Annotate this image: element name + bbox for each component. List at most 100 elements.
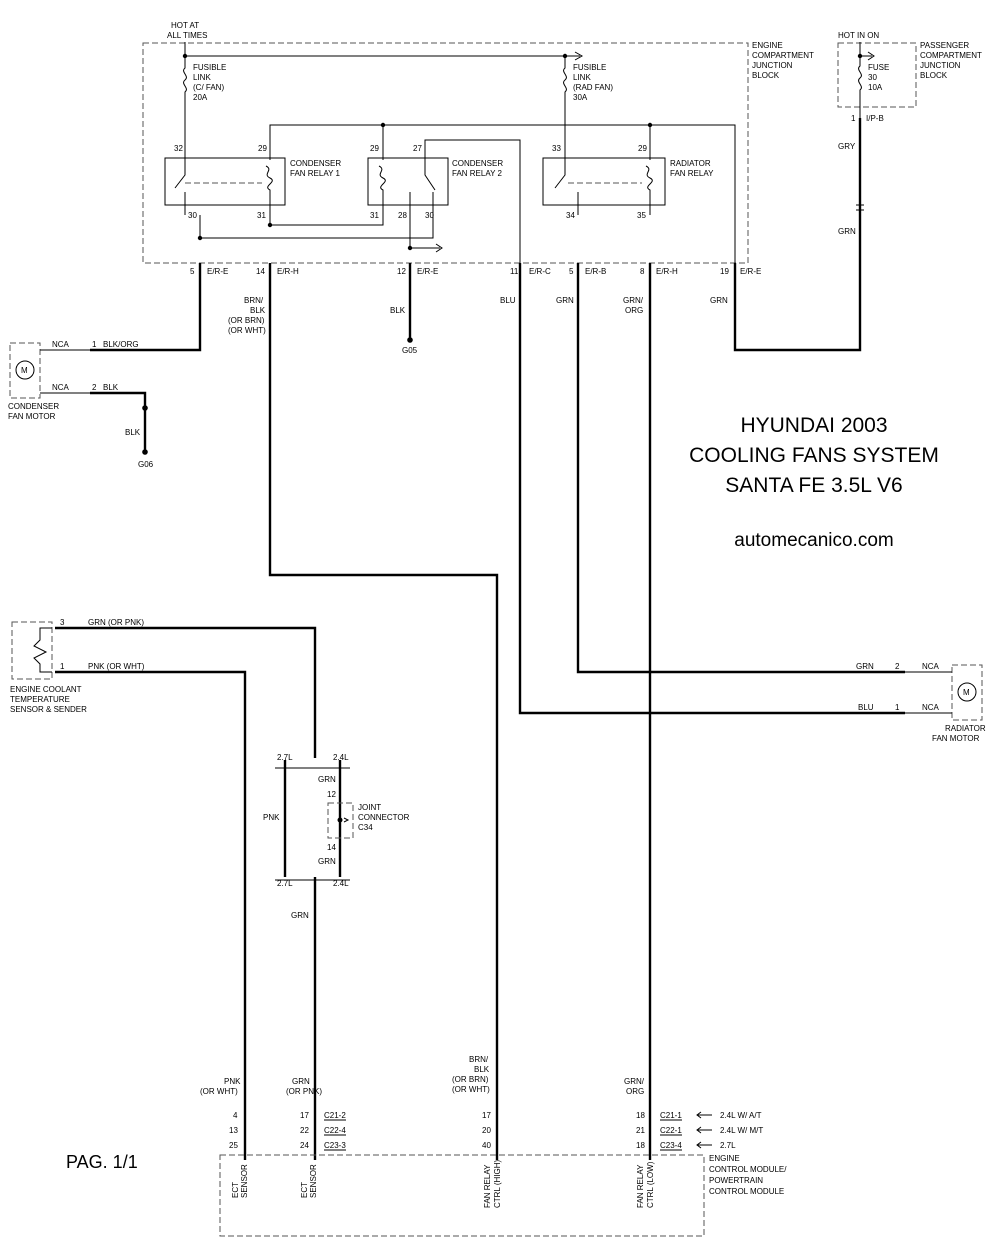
wires bbox=[55, 118, 905, 1160]
pjb-label-3: JUNCTION bbox=[920, 61, 961, 70]
hot-at-label-2: ALL TIMES bbox=[167, 31, 207, 40]
relay-2-to-ecm-wire bbox=[424, 139, 521, 263]
passenger-junction-block: HOT IN ON PASSENGER COMPARTMENT JUNCTION… bbox=[837, 31, 982, 236]
condenser-fan-relay-2: 29 27 31 28 30 CONDENSER FAN RELAY 2 bbox=[367, 139, 521, 263]
internal-dot-2 bbox=[267, 222, 273, 228]
engine-junction-block: ENGINE COMPARTMENT JUNCTION BLOCK HOT AT… bbox=[142, 21, 814, 276]
ejb-conn-er-e: E/R-E bbox=[207, 267, 228, 276]
wire-blk-condenser-2 bbox=[90, 391, 147, 440]
ecm-c3-wire-1: BRN/ bbox=[469, 1055, 489, 1064]
wl-grn-pjb: GRN bbox=[710, 296, 728, 305]
cfm-label-1: CONDENSER bbox=[8, 402, 59, 411]
ect-pin-3: 3 bbox=[60, 618, 65, 627]
ground-g05: G05 bbox=[402, 337, 418, 355]
cfm-border bbox=[9, 342, 41, 399]
jc-splice-icon bbox=[337, 817, 343, 823]
ejb-pin-12: 12 bbox=[397, 267, 406, 276]
ecm-c4-conn-3: C23-4 bbox=[660, 1141, 682, 1150]
pjb-conn: I/P-B bbox=[866, 114, 884, 123]
jc-var-bot-24: 2.4L bbox=[333, 879, 349, 888]
ect-wire-3: GRN (OR PNK) bbox=[88, 618, 144, 627]
jc-variant-brackets bbox=[275, 767, 350, 881]
relay-3-name-1: RADIATOR bbox=[670, 159, 711, 168]
coil-bus-drops bbox=[382, 125, 651, 145]
ejb-label-1: ENGINE bbox=[752, 41, 783, 50]
ejb-conn-er-h: E/R-H bbox=[277, 267, 299, 276]
ejb-pin-8: 8 bbox=[640, 267, 645, 276]
ecm-c2-pin-3: 24 bbox=[300, 1141, 309, 1150]
ecm-c4-pin-2: 21 bbox=[636, 1126, 645, 1135]
ecm-c2-pin-2: 22 bbox=[300, 1126, 309, 1135]
ecm-c2-underlines bbox=[324, 1119, 346, 1151]
pjb-border bbox=[837, 42, 917, 108]
fl-cfan-4: 20A bbox=[193, 93, 208, 102]
ecm-label-1: ENGINE bbox=[709, 1154, 740, 1163]
wl-brn-1: BRN/ bbox=[244, 296, 264, 305]
relay-2-pin-28: 28 bbox=[398, 211, 407, 220]
jc-border bbox=[327, 802, 354, 839]
pjb-arrow-icon bbox=[867, 51, 875, 61]
cfm-symbol: M bbox=[21, 366, 28, 375]
relay-2-pin-31: 31 bbox=[370, 211, 379, 220]
wire-blk-org-condenser-1 bbox=[90, 263, 202, 352]
ejb-label-4: BLOCK bbox=[752, 71, 780, 80]
cfm-ground-wire: BLK bbox=[125, 428, 141, 437]
wire-pnk-ect-1 bbox=[55, 670, 247, 1160]
fl-rad-4: 30A bbox=[573, 93, 588, 102]
rfm-label-2: FAN MOTOR bbox=[932, 734, 980, 743]
relay-1-pin-31: 31 bbox=[257, 211, 266, 220]
radiator-motor-icon bbox=[957, 682, 977, 702]
ect-thermistor-icon bbox=[33, 627, 52, 673]
ecm-c1-wire-2: (OR WHT) bbox=[200, 1087, 238, 1096]
jc-label-2: CONNECTOR bbox=[358, 813, 410, 822]
cfm-leads bbox=[40, 349, 90, 394]
relay-1-name-1: CONDENSER bbox=[290, 159, 341, 168]
relay-internal-wiring bbox=[199, 215, 440, 249]
relay-1-pin-32: 32 bbox=[174, 144, 183, 153]
pjb-label-2: COMPARTMENT bbox=[920, 51, 982, 60]
relay-1-coil-icon bbox=[265, 165, 273, 205]
rfm-symbol: M bbox=[963, 688, 970, 697]
joint-connector-c34: 2.7L 2.4L 2.7L 2.4L GRN GRN PNK GRN 12 1… bbox=[263, 753, 410, 920]
ecm-c4-underlines bbox=[660, 1119, 682, 1151]
jc-arrow-icon bbox=[343, 817, 350, 823]
ecm-c4-func-1: FAN RELAY bbox=[636, 1164, 645, 1208]
pjb-label-1: PASSENGER bbox=[920, 41, 969, 50]
rfm-wire-grn: GRN bbox=[856, 662, 874, 671]
relay-1-name-2: FAN RELAY 1 bbox=[290, 169, 341, 178]
ejb-pin-19: 19 bbox=[720, 267, 729, 276]
wl-brn-4: (OR WHT) bbox=[228, 326, 266, 335]
fuse-label-1: FUSE bbox=[868, 63, 889, 72]
cfm-wire-1: BLK/ORG bbox=[103, 340, 139, 349]
rfm-pin-1: 1 bbox=[895, 703, 900, 712]
cfm-nca-2: NCA bbox=[52, 383, 70, 392]
rfm-label-1: RADIATOR bbox=[945, 724, 986, 733]
ecm-c3-wire-4: (OR WHT) bbox=[452, 1085, 490, 1094]
rfm-nca-2: NCA bbox=[922, 703, 940, 712]
ecm-border bbox=[219, 1154, 705, 1237]
ecm-c3-wire-3: (OR BRN) bbox=[452, 1075, 489, 1084]
fuse-30-icon bbox=[858, 56, 862, 118]
fl-rad-3: (RAD FAN) bbox=[573, 83, 613, 92]
fusible-link-radfan-icon bbox=[563, 56, 567, 145]
ecm-c2-func-2: SENSOR bbox=[309, 1164, 318, 1198]
rfm-pin-2: 2 bbox=[895, 662, 900, 671]
title-line-1: HYUNDAI 2003 bbox=[740, 414, 887, 437]
fl-cfan-3: (C/ FAN) bbox=[193, 83, 224, 92]
wire-labels: BRN/ BLK (OR BRN) (OR WHT) BLK BLU GRN G… bbox=[228, 296, 728, 335]
title-line-3: SANTA FE 3.5L V6 bbox=[725, 474, 902, 497]
wl-grn-org-1: GRN/ bbox=[623, 296, 644, 305]
fuse-label-2: 30 bbox=[868, 73, 877, 82]
ejb-label-3: JUNCTION bbox=[752, 61, 793, 70]
ecm-c1-pin-3: 25 bbox=[229, 1141, 238, 1150]
wire-grn-ect-3 bbox=[55, 626, 317, 758]
relay-1-body bbox=[164, 157, 286, 206]
pjb-label-4: BLOCK bbox=[920, 71, 948, 80]
ecm-c2-func-1: ECT bbox=[300, 1182, 309, 1198]
ejb-connector-pins: 5 E/R-E 14 E/R-H 12 E/R-E 11 E/R-C 5 E/R… bbox=[190, 267, 761, 276]
relay-2-pin-27: 27 bbox=[413, 144, 422, 153]
variant-2: 2.4L W/ M/T bbox=[720, 1126, 763, 1135]
g05-ground-icon bbox=[407, 337, 413, 343]
ecm-c4-pin-1: 18 bbox=[636, 1111, 645, 1120]
